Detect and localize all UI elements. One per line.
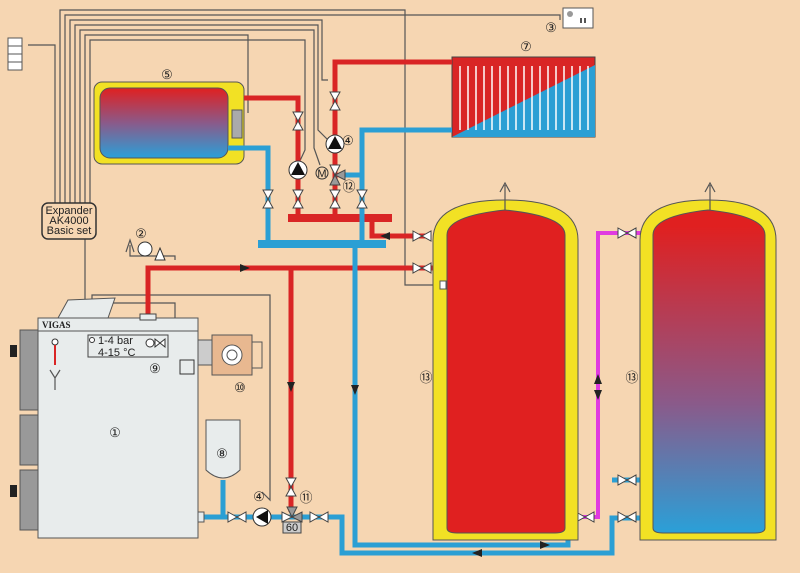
- room-unit: ③: [545, 7, 594, 35]
- arrow-icon: [594, 374, 602, 384]
- pump-icons: ④ ④: [252, 133, 354, 527]
- label-pump-heating: ④: [342, 133, 354, 148]
- label-radiator: ⑦: [520, 39, 532, 54]
- label-accumulation-tank-1: ⑬: [419, 370, 432, 385]
- accumulation-tank-1: ⑬: [419, 181, 579, 541]
- expander-line1: Expander: [45, 205, 92, 217]
- mixing-valve-boiler: 60 ⑪: [281, 490, 313, 534]
- arrow-icon: [287, 382, 295, 392]
- accumulation-tank-2: ⑬: [625, 181, 777, 541]
- expander-line3: Basic set: [47, 225, 92, 237]
- label-dhw-tank: ⑤: [161, 67, 173, 82]
- pump-icon: [325, 134, 345, 154]
- label-safety-group: ②: [135, 226, 147, 241]
- safety-group: ②: [125, 226, 176, 261]
- expander-box: Expander AK4000 Basic set: [41, 202, 97, 240]
- boiler: VIGAS 1-4 bar 4-15 °C ⑨ ①: [10, 297, 205, 539]
- boiler-temperature: 4-15 °C: [98, 347, 135, 359]
- pump-icon: [252, 507, 272, 527]
- label-mixing-valve-boiler: ⑪: [299, 490, 312, 505]
- label-mixing-valve-heating: ⑫: [342, 179, 355, 194]
- arrow-icon: [594, 390, 602, 400]
- label-room-unit: ③: [545, 20, 557, 35]
- expansion-vessel: ⑧: [205, 419, 241, 479]
- mixing-valve-setting: 60: [286, 522, 298, 534]
- label-pump-boiler: ④: [253, 489, 265, 504]
- mixing-valve-heating: M ⑫: [315, 164, 356, 194]
- label-accumulation-tank-2: ⑬: [625, 370, 638, 385]
- expander-line2: AK4000: [49, 215, 88, 227]
- boiler-pressure: 1-4 bar: [98, 335, 133, 347]
- arrow-icon: [351, 385, 359, 395]
- valves: [227, 91, 637, 523]
- flow-arrows: [240, 232, 602, 557]
- arrow-icon: [540, 541, 550, 549]
- label-boiler: ①: [109, 425, 121, 440]
- label-expansion-vessel: ⑧: [216, 446, 228, 461]
- label-thermostatic-valve: ⑨: [149, 361, 161, 376]
- arrow-icon: [380, 232, 390, 240]
- pump-icon: [288, 160, 308, 180]
- arrow-icon: [472, 549, 482, 557]
- burner: ⑩: [197, 334, 263, 395]
- dhw-tank: ⑤: [93, 67, 245, 165]
- actuator-label: M: [317, 168, 326, 180]
- radiator: ⑦: [451, 39, 596, 138]
- boiler-brand: VIGAS: [42, 320, 71, 330]
- label-burner: ⑩: [234, 380, 246, 395]
- terminal-strip: [7, 37, 23, 71]
- arrow-icon: [240, 264, 250, 272]
